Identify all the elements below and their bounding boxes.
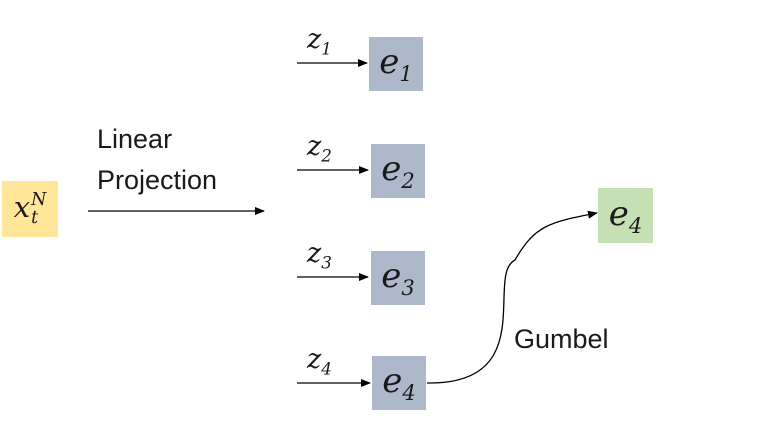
gumbel-label: Gumbel <box>514 324 609 354</box>
gumbel-arrow <box>426 210 598 384</box>
input-subscript: t <box>31 208 39 229</box>
embedding-box-e1: e1 <box>369 37 423 91</box>
linear-projection-label-line1: Linear <box>97 124 173 154</box>
code-z3: z3 <box>307 238 332 273</box>
selected-embedding-box: e4 <box>598 188 653 243</box>
embedding-box-e4: e4 <box>372 356 426 410</box>
code-z1: z1 <box>307 24 332 59</box>
embedding-box-e2: e2 <box>371 144 425 198</box>
input-symbol: x N t <box>13 190 47 229</box>
code-z2: z2 <box>307 131 332 166</box>
code-z4: z4 <box>307 344 332 379</box>
input-superscript: N <box>31 190 47 211</box>
embedding-box-e3: e3 <box>371 251 425 305</box>
input-box: x N t <box>2 181 58 237</box>
linear-projection-label-line2: Projection <box>97 165 218 195</box>
